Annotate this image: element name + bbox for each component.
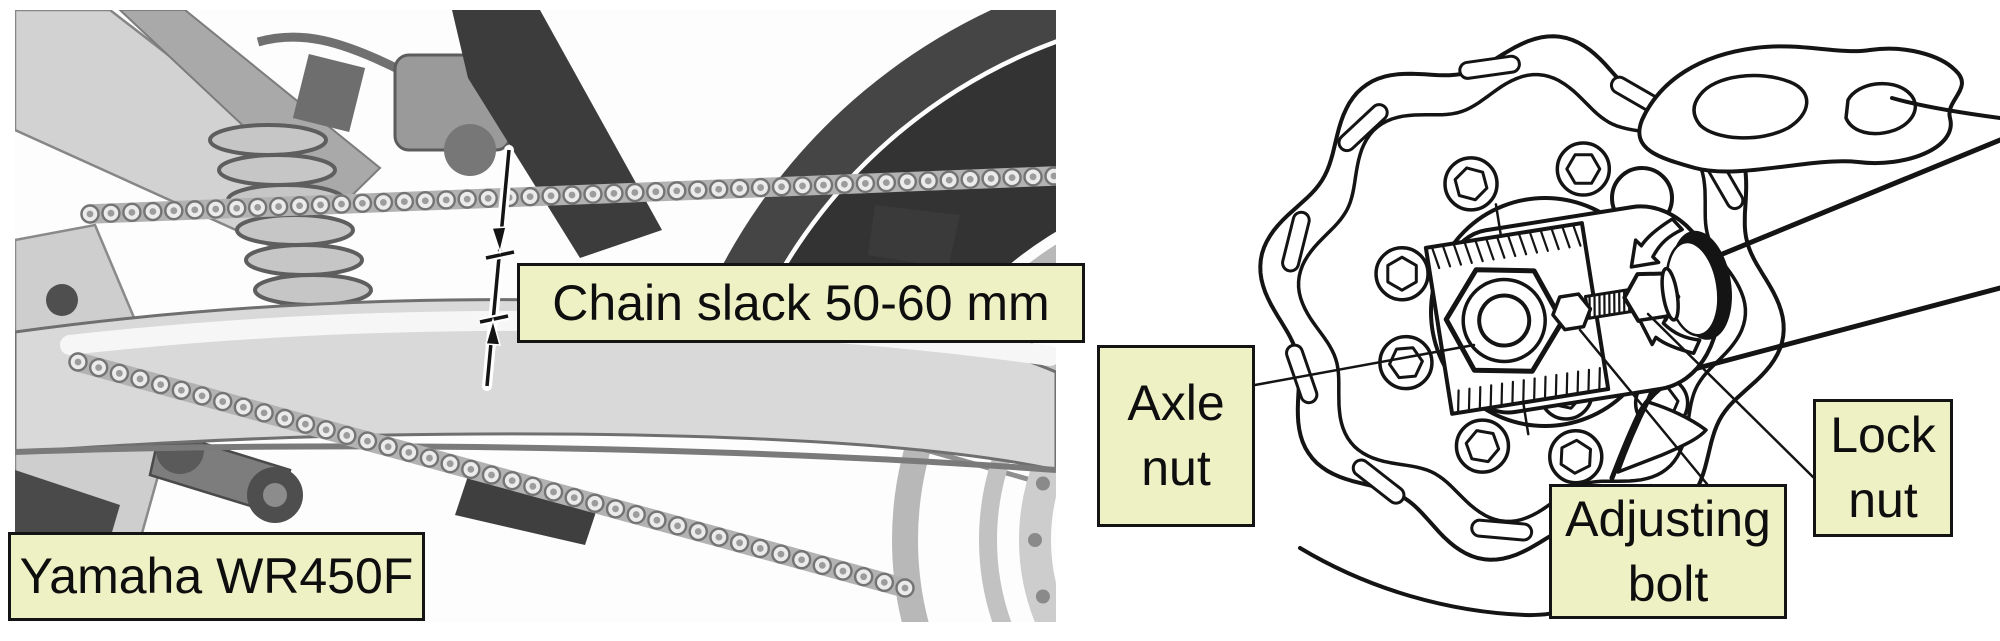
lock-nut-text-line2: nut [1848,472,1918,528]
alignment-mark [1494,203,1503,238]
wheel-rim [892,244,1056,622]
axle-hole [1477,293,1532,348]
shock-body [292,53,366,133]
tire [781,44,1056,362]
measurement-arrow [479,145,515,391]
swingarm-underside [15,443,1056,473]
dimension-line [485,149,511,387]
leader-line-lock-nut [1646,312,1815,479]
drive-chain-lower [68,352,915,598]
drive-chain-upper [80,166,1056,224]
axle-nut-text-line1: Axle [1127,375,1225,431]
lower-tick [479,314,509,324]
chain-roller-hub [263,483,287,507]
axle-nut-text-line2: nut [1141,440,1211,496]
lock-nut-flange [1660,266,1680,322]
chain-slider [455,470,600,545]
master-cylinder-cap [444,124,496,176]
model-text: Yamaha WR450F [19,548,414,604]
caliper-bracket [1610,44,1964,230]
right-line-drawing [1253,34,2000,618]
label-axle-nut: Axle nut [1097,345,1255,527]
adjuster-graduations [1430,223,1601,414]
arrowhead-up-icon [485,317,502,346]
swingarm-top-line [1890,96,2000,120]
leader-line-axle-nut [1253,343,1476,387]
arrowhead-down-icon [490,226,507,255]
dropout-cutout [1616,400,1708,474]
adjusting-bolt-drawing [1551,292,1593,332]
bracket-hole [1692,73,1809,140]
label-model: Yamaha WR450F [8,532,425,621]
label-adjusting-bolt: Adjusting bolt [1549,484,1787,619]
brake-disc-holes [1028,476,1050,604]
bracket-hole [1844,81,1918,136]
label-lock-nut: Lock nut [1813,399,1953,537]
frame-bolt [46,284,78,316]
chain-slack-text: Chain slack 50-60 mm [552,274,1050,331]
sprocket [979,354,1056,622]
leader-line-adjusting-bolt [1578,328,1709,486]
caliper-shadow [868,205,960,268]
leader-lines [1253,312,1815,486]
rotation-arrow-upper-icon [1629,217,1684,269]
label-chain-slack: Chain slack 50-60 mm [517,263,1085,343]
adjusting-bolt-text-line2: bolt [1627,555,1709,612]
axle-assembly [1423,203,1732,436]
upper-tick [485,250,515,260]
adjusting-bolt-text-line1: Adjusting [1565,490,1771,547]
alignment-mark [1522,401,1530,436]
lock-nut-text-line1: Lock [1830,407,1936,463]
brake-hose [256,32,403,75]
